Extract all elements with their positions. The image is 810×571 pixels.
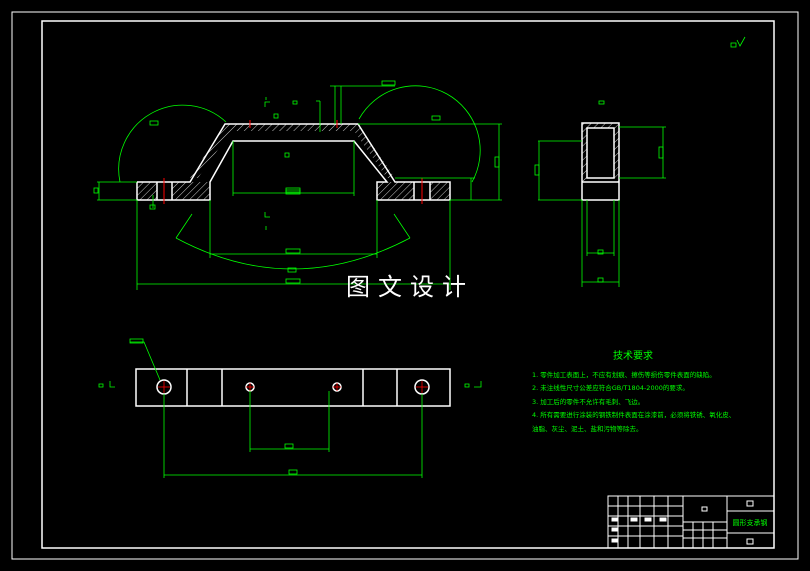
dimensions-front xyxy=(93,80,502,290)
tech-requirements-title: 技术要求 xyxy=(613,349,653,362)
part-name: 圆形支承钢 xyxy=(733,518,768,527)
part-outline-front xyxy=(136,123,451,201)
inner-frame xyxy=(41,20,775,549)
hole-centers xyxy=(158,381,428,393)
tech-requirement-1: 1. 零件加工表面上，不应有划痕、擦伤等损伤零件表面的缺陷。 xyxy=(532,370,716,379)
front-view xyxy=(93,80,502,290)
side-hatching xyxy=(582,123,619,182)
part-outline-top xyxy=(135,368,451,407)
part-outline-side xyxy=(581,122,620,201)
construction-arcs xyxy=(118,85,481,270)
tech-requirement-4: 4. 所有需要进行涂装的钢铁制件表面在涂漆前，必须将铁锈、氧化皮、 xyxy=(532,410,735,419)
tech-requirement-5: 油脂、灰尘、泥土、盐和污物等除去。 xyxy=(532,424,643,433)
center-marks xyxy=(163,120,423,204)
tech-requirements: 技术要求 1. 零件加工表面上，不应有划痕、擦伤等损伤零件表面的缺陷。 2. 未… xyxy=(532,349,735,433)
top-view xyxy=(98,338,482,478)
title-block xyxy=(607,495,775,549)
outer-frame xyxy=(11,11,799,560)
section-hatching xyxy=(137,124,450,200)
dimensions-side xyxy=(534,100,666,287)
side-view xyxy=(534,100,666,287)
roughness-symbol xyxy=(730,36,746,48)
tech-requirement-3: 3. 加工后的零件不允许有毛刺、飞边。 xyxy=(532,397,644,406)
tech-requirement-2: 2. 未注线性尺寸公差应符合GB/T1804-2000的要求。 xyxy=(532,383,689,392)
watermark: 图文设计 xyxy=(346,273,474,301)
dimensions-top xyxy=(98,338,482,478)
